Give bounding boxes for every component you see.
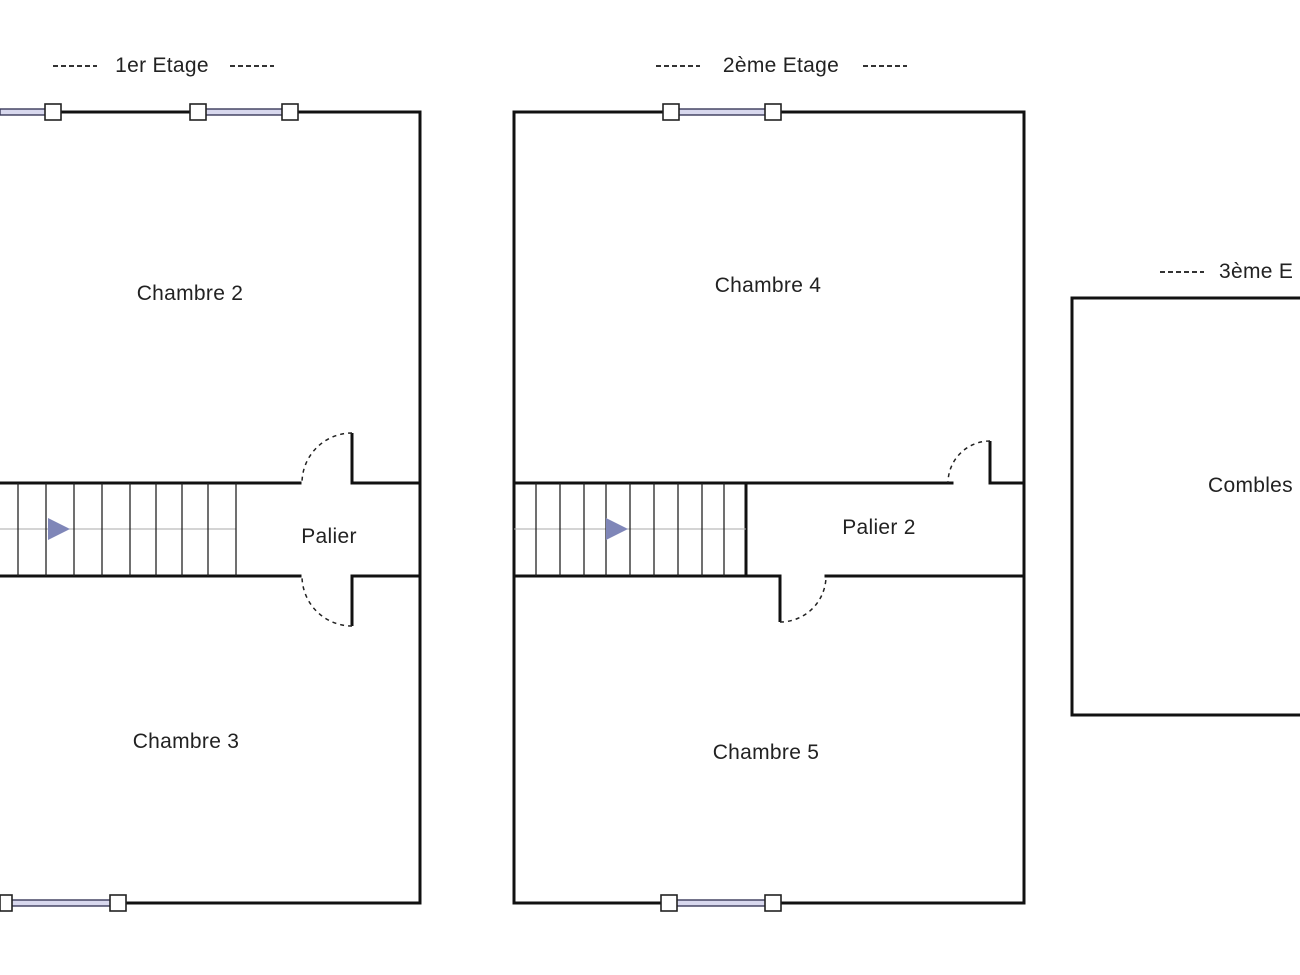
floor-2-door-chambre-4: [947, 440, 992, 484]
floor-1-staircase: [0, 483, 237, 576]
floor-2-title: 2ème Etage: [723, 54, 839, 77]
floor-1-walls: [0, 110, 422, 905]
floor-1-door-chambre-2: [301, 432, 354, 484]
floor-1-stair-arrow-icon: [48, 518, 70, 540]
floor-3: 3ème E Combles: [1070, 260, 1300, 717]
floor-1-door-chambre-3: [301, 575, 354, 627]
floor-1-window-top-right: [189, 103, 299, 121]
room-label-palier: Palier: [301, 525, 357, 548]
floor-2-window-top: [662, 103, 782, 121]
floor-2-staircase: [514, 483, 746, 576]
floor-3-title: 3ème E: [1219, 260, 1293, 283]
floor-1-window-top-left: [0, 103, 62, 121]
floor-1-title: 1er Etage: [115, 54, 209, 77]
floor-2: 2ème Etage: [512, 54, 1026, 912]
floor-2-door-chambre-5: [778, 575, 827, 623]
room-label-chambre-4: Chambre 4: [715, 274, 822, 297]
room-label-chambre-5: Chambre 5: [713, 741, 820, 764]
room-label-palier-2: Palier 2: [842, 516, 916, 539]
floor-1: 1er Etage: [0, 54, 422, 912]
floor-3-walls: [1070, 296, 1300, 717]
room-label-chambre-2: Chambre 2: [137, 282, 244, 305]
floor-2-window-bottom: [660, 894, 782, 912]
floor-2-stair-arrow-icon: [606, 518, 628, 540]
room-label-combles: Combles: [1208, 474, 1293, 497]
room-label-chambre-3: Chambre 3: [133, 730, 240, 753]
floor-1-window-bottom: [0, 894, 127, 912]
floor-2-walls: [512, 110, 1026, 905]
